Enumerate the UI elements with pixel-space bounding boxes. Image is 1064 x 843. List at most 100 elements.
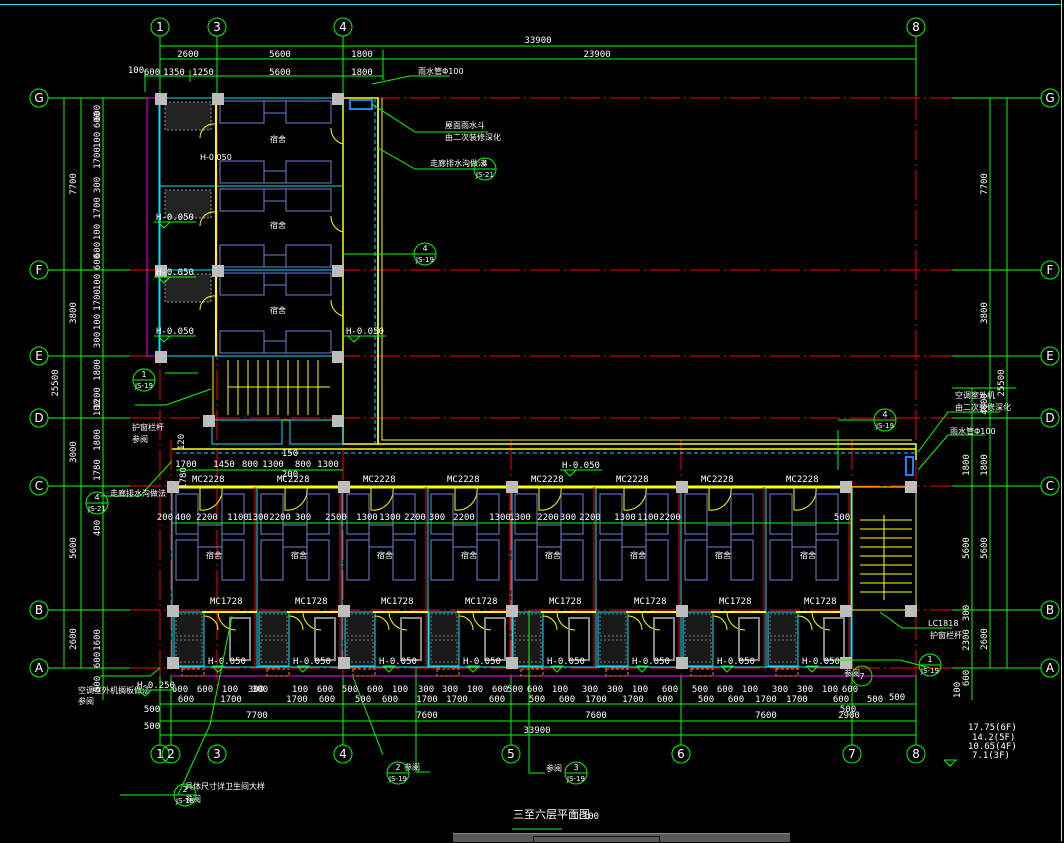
ref-bubble-6: 2JS-19 — [386, 761, 410, 785]
roof-outline-inner — [381, 98, 912, 441]
axis-label: B — [1046, 603, 1054, 617]
room-label: 宿舍 — [715, 550, 731, 560]
annot-ac-east-1: 空调室外机 — [955, 390, 995, 400]
dim-bottom-seg-fine: 600 — [717, 685, 733, 695]
room-label: 宿舍 — [630, 550, 646, 560]
vertical-scrollbar-edge[interactable] — [1061, 0, 1064, 841]
ref-number: 4 — [482, 159, 487, 168]
column-14 — [676, 481, 688, 493]
dim-bottom-seg: 1700 — [786, 695, 808, 705]
toilet — [260, 639, 288, 663]
bed — [306, 539, 330, 581]
column-6 — [332, 265, 344, 277]
room-label: 宿舍 — [291, 550, 307, 560]
dim-bottom-2900: 2900 — [838, 711, 860, 721]
bed — [514, 493, 538, 535]
ref-sheet: JS-21 — [87, 505, 106, 513]
axis-label: 1 — [156, 747, 164, 761]
dim-corridor-seg: 500 — [834, 513, 850, 523]
dim-left-seg: 100 — [93, 314, 103, 330]
scrollbar-thumb[interactable] — [533, 836, 660, 843]
dim-corridor-seg: 1300 — [247, 513, 269, 523]
dimension-lines — [63, 38, 1016, 745]
axis-bubble-bottom-5: 5 — [501, 744, 521, 764]
axis-label: 5 — [507, 747, 515, 761]
desk — [263, 340, 287, 354]
dim-bottom-seg-fine: 300 — [582, 685, 598, 695]
level-north-1: H-0.050 — [154, 213, 196, 229]
dim-bottom-seg-fine: 500 — [507, 685, 523, 695]
dim-left-seg: 300 — [93, 177, 103, 193]
axis-circle — [501, 744, 521, 764]
column-5 — [212, 265, 224, 277]
column-21 — [840, 605, 852, 617]
column-22 — [905, 605, 917, 617]
dim-bottom-seg-fine: 500 — [692, 685, 708, 695]
dim-corridor-seg: 2500 — [325, 513, 347, 523]
dim-left-seg: 1800 — [93, 429, 103, 451]
bed — [815, 539, 839, 581]
wash-basin — [653, 617, 675, 661]
ref-sheet: JS-19 — [875, 422, 894, 430]
column-24 — [338, 657, 350, 669]
dim-top-600: 600 — [144, 68, 160, 78]
dim-left-seg: 1780 — [93, 459, 103, 481]
axis-label: F — [1047, 263, 1054, 277]
floor-level-3f: 7.1(3F) — [972, 751, 1010, 761]
ref-sheet: JS-19 — [920, 667, 939, 675]
column-11 — [167, 481, 179, 493]
desk — [706, 524, 732, 548]
bed — [219, 160, 265, 184]
door-swing — [623, 487, 647, 511]
column-12 — [338, 481, 350, 493]
axis-bubble-right-D: D — [952, 408, 1060, 428]
dim-right-2600: 2600 — [980, 628, 990, 650]
wash-basin — [314, 617, 336, 661]
dim-bottom-seg-fine: 300 — [797, 685, 813, 695]
horizontal-scrollbar[interactable] — [453, 833, 790, 843]
dim-bottom-seg-fine: 300 — [607, 685, 623, 695]
desk — [263, 188, 287, 202]
door-tag-main: MC2228 — [447, 475, 480, 485]
level-triangle — [154, 276, 196, 284]
dim-corridor-seg: 2200 — [453, 513, 475, 523]
dim-bottom-seg: 1700 — [220, 695, 242, 705]
dim-right-inner-1800: 1800 — [962, 454, 972, 476]
column-25 — [506, 657, 518, 669]
annot-ac-north-2: 由二次装修深化 — [445, 132, 501, 142]
door-swing — [330, 215, 344, 233]
dim-left-3800: 3800 — [69, 302, 79, 324]
dim-left-2600: 2600 — [69, 628, 79, 650]
dim-corridor-seg: 300 — [429, 513, 445, 523]
level-marker — [720, 665, 735, 673]
bed — [815, 493, 839, 535]
dim-bottom-seg-fine: 300 — [772, 685, 788, 695]
bed — [645, 539, 669, 581]
annot-rail-2: 参阅 — [132, 434, 148, 444]
toilet-area — [164, 189, 212, 219]
ref-bubble-8: 4JS-19 — [873, 408, 897, 432]
room-label: 宿舍 — [270, 305, 286, 315]
dim-corridor-seg: 1100 — [637, 513, 659, 523]
axis-label: E — [35, 349, 43, 363]
level-triangle — [154, 335, 196, 343]
dim-top-total: 33900 — [524, 36, 551, 46]
balcony-door-swing — [556, 611, 576, 631]
ref-number: 1 — [141, 370, 146, 379]
level-label: H-0.050 — [208, 657, 246, 667]
ac-unit — [605, 668, 629, 677]
dim-bottom-right-500a: 500 — [889, 693, 905, 703]
ref-sheet: JS-19 — [388, 775, 407, 783]
dim-top-100: 100 — [128, 66, 144, 76]
desk — [791, 524, 817, 548]
dim-right-5600: 5600 — [980, 537, 990, 559]
bed — [285, 160, 332, 184]
bed — [476, 493, 500, 535]
wash-basin — [229, 617, 251, 661]
door-tag-main: MC2228 — [531, 475, 564, 485]
